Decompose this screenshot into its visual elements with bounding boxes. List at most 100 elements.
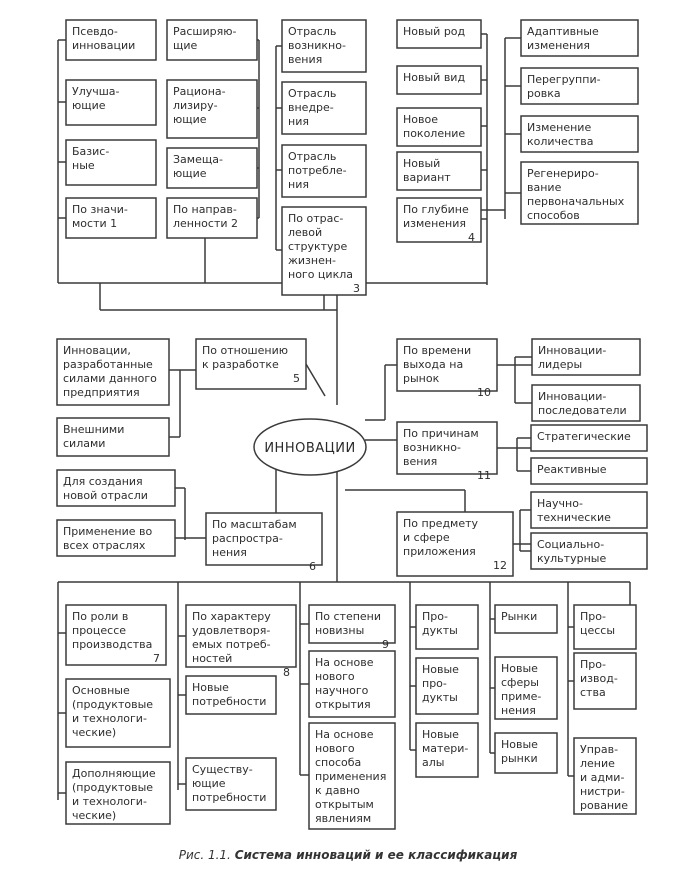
box-text-line: Дополняющие bbox=[72, 767, 156, 780]
box-text-line: 12 bbox=[493, 559, 507, 572]
box-frame bbox=[65, 197, 157, 239]
box-text-line: извод- bbox=[580, 672, 618, 685]
box-frame bbox=[308, 604, 396, 644]
box-text-line: Инновации- bbox=[538, 390, 606, 403]
box-text-line: Про- bbox=[422, 610, 448, 623]
box-text-line: нового bbox=[315, 742, 355, 755]
box-frame bbox=[415, 604, 479, 650]
box-frame bbox=[520, 161, 639, 225]
box-text-line: матери- bbox=[422, 742, 468, 755]
box-text-line: нения bbox=[501, 704, 536, 717]
box-b10-follow: Инновации-последователи bbox=[531, 384, 641, 422]
box-text-line: поколение bbox=[403, 127, 465, 140]
box-frame bbox=[65, 19, 157, 61]
box-text-line: По предмету bbox=[403, 517, 479, 530]
box-text-line: Реактивные bbox=[537, 463, 607, 476]
box-text-line: 4 bbox=[468, 231, 475, 244]
box-text-line: По направ- bbox=[173, 203, 237, 216]
box-text-line: ровка bbox=[527, 87, 561, 100]
box-text-line: Рынки bbox=[501, 610, 537, 623]
box-text-line: Для создания bbox=[63, 475, 143, 488]
box-text-line: Инновации, bbox=[63, 344, 131, 357]
box-text-line: инновации bbox=[72, 39, 135, 52]
box-text-line: 10 bbox=[477, 386, 491, 399]
box-text-line: вариант bbox=[403, 171, 451, 184]
box-text-line: и технологи- bbox=[72, 795, 147, 808]
box-text-line: Стратегические bbox=[537, 430, 631, 443]
box-text-line: По отношению bbox=[202, 344, 288, 357]
box-text-line: приме- bbox=[501, 690, 541, 703]
box-text-line: и технологи- bbox=[72, 712, 147, 725]
box-text-line: Замеща- bbox=[173, 153, 223, 166]
box-text-line: ные bbox=[72, 159, 95, 172]
box-frame bbox=[396, 197, 482, 243]
box-frame bbox=[415, 657, 479, 715]
box-text-line: ного цикла bbox=[288, 268, 353, 281]
box-frame bbox=[308, 722, 396, 830]
box-text-line: Новые bbox=[501, 738, 538, 751]
box-text-line: нения bbox=[212, 546, 247, 559]
box-text-line: первоначальных bbox=[527, 195, 625, 208]
box-text-line: возникно- bbox=[403, 441, 461, 454]
box-text-line: По глубине bbox=[403, 203, 469, 216]
box-text-line: Основные bbox=[72, 684, 130, 697]
box-text-line: Базис- bbox=[72, 145, 109, 158]
box-text-line: новой отрасли bbox=[63, 489, 148, 502]
box-text-line: внедре- bbox=[288, 101, 334, 114]
box-frame bbox=[56, 469, 176, 507]
box-text-line: 9 bbox=[382, 638, 389, 651]
box-frame bbox=[530, 424, 648, 452]
box-frame bbox=[56, 519, 176, 557]
box-b1-pseudo: Псевдо-инновации bbox=[65, 19, 157, 61]
box-b12-social: Социально-культурные bbox=[530, 532, 648, 570]
box-frame bbox=[166, 19, 258, 61]
box-text-line: ностей bbox=[192, 652, 232, 665]
box-text-line: жизнен- bbox=[288, 254, 336, 267]
figure-caption: Рис. 1.1. Система инноваций и ее классиф… bbox=[0, 848, 696, 862]
box-text-line: предприятия bbox=[63, 386, 140, 399]
box-frame bbox=[520, 19, 639, 57]
box-text-line: про- bbox=[422, 677, 447, 690]
box-text-line: 3 bbox=[353, 282, 360, 295]
box-text-line: По масштабам bbox=[212, 518, 297, 531]
box-text-line: ющие bbox=[192, 777, 226, 790]
box-text-line: открытия bbox=[315, 698, 371, 711]
box-text-line: и адми- bbox=[580, 771, 624, 784]
box-text-line: 8 bbox=[283, 666, 290, 679]
box-text-line: лизиру- bbox=[173, 99, 218, 112]
box-text-line: процессе bbox=[72, 624, 126, 637]
box-text-line: возникно- bbox=[288, 39, 346, 52]
box-frame bbox=[185, 604, 297, 668]
innovation-classification-diagram: ИННОВАЦИИПсевдо-инновацииУлучша-ющиеБази… bbox=[56, 19, 648, 830]
box-text-line: Рациона- bbox=[173, 85, 226, 98]
box-text-line: 11 bbox=[477, 469, 491, 482]
box-text-line: Внешними bbox=[63, 423, 124, 436]
box-frame bbox=[396, 107, 482, 147]
box-text-line: 7 bbox=[153, 652, 160, 665]
box-text-line: ния bbox=[288, 115, 309, 128]
box-text-line: (продуктовые bbox=[72, 698, 153, 711]
box-text-line: алы bbox=[422, 756, 444, 769]
box-text-line: ства bbox=[580, 686, 606, 699]
box-frame bbox=[573, 652, 637, 710]
box-text-line: способа bbox=[315, 756, 361, 769]
box-b2-replace: Замеща-ющие bbox=[166, 147, 258, 189]
box-frame bbox=[185, 757, 277, 811]
box-text-line: вание bbox=[527, 181, 562, 194]
box-p-products: Про-дукты bbox=[415, 604, 479, 650]
box-frame bbox=[494, 604, 558, 634]
box-text-line: 5 bbox=[293, 372, 300, 385]
box-text-line: удовлетворя- bbox=[192, 624, 270, 637]
box-text-line: ющие bbox=[173, 113, 207, 126]
box-b11-react: Реактивные bbox=[530, 457, 648, 485]
